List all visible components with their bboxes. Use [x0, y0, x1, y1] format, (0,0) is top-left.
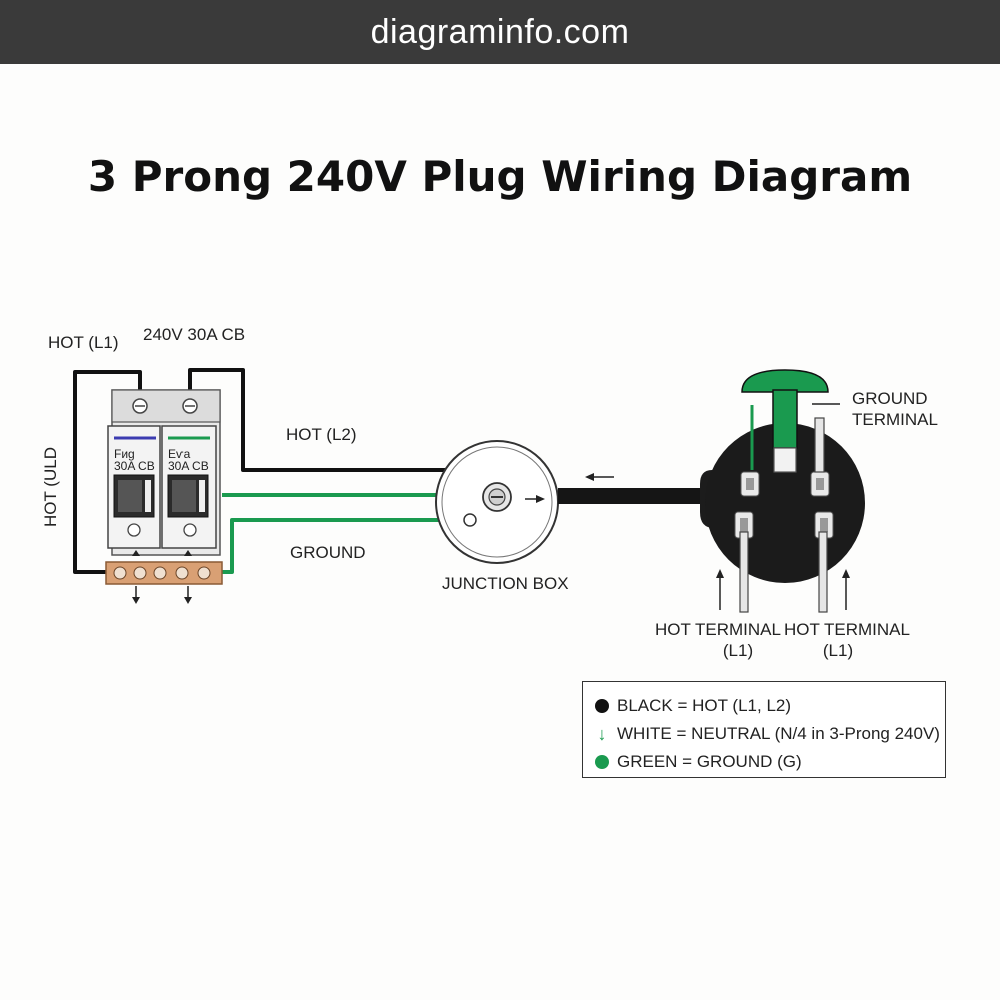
label-hot-terminal-left-2: (L1): [723, 641, 753, 660]
label-breaker-rating: 240V 30A CB: [143, 325, 245, 344]
hot-prong-right: [818, 531, 828, 613]
label-ground: GROUND: [290, 543, 366, 562]
bus-screw-icon: [133, 566, 147, 580]
breaker-left-label-2: 30A CB: [114, 459, 155, 473]
label-hot-terminal-right-1: HOT TERMINAL: [784, 620, 910, 639]
breaker-right: [161, 425, 217, 549]
label-hot-terminal-right-2: (L1): [823, 641, 853, 660]
label-hot-l1-side: HOT (ULD: [41, 447, 60, 527]
legend: BLACK = HOT (L1, L2) ↓ WHITE = NEUTRAL (…: [582, 681, 946, 778]
circuit-breaker-panel: Fиg 30A CB Eѵа 30A CB: [105, 389, 223, 604]
site-header: diagraminfo.com: [0, 0, 1000, 64]
breaker-right-label-1: Eѵа: [168, 447, 191, 461]
arrow-up-icon: [132, 550, 140, 556]
arrow-up-icon: [184, 550, 192, 556]
green-arrow-down-icon: ↓: [597, 724, 607, 744]
legend-text: BLACK = HOT (L1, L2): [617, 696, 792, 715]
legend-text: WHITE = NEUTRAL (N/4 in 3-Prong 240V): [617, 724, 940, 743]
ground-terminal-icon: [741, 369, 829, 393]
black-dot-icon: [595, 699, 609, 713]
hot-prong-left: [739, 531, 749, 613]
site-name[interactable]: diagraminfo.com: [370, 12, 630, 51]
power-cord: [558, 488, 710, 504]
arrow-down-icon: [184, 597, 192, 604]
label-hot-l2: HOT (L2): [286, 425, 357, 444]
arrow-up-icon: [842, 569, 850, 578]
bus-screw-icon: [197, 566, 211, 580]
arrow-right-icon: [536, 495, 545, 503]
arrow-up-icon: [716, 569, 724, 578]
bus-screw-icon: [175, 566, 189, 580]
wire-hot-l1: [73, 370, 142, 574]
three-prong-plug: [700, 369, 865, 613]
legend-item-white: ↓ WHITE = NEUTRAL (N/4 in 3-Prong 240V): [595, 720, 945, 748]
arrow-down-icon: [132, 597, 140, 604]
breaker-left: [107, 425, 161, 549]
green-dot-icon: [595, 755, 609, 769]
page-title: 3 Prong 240V Plug Wiring Diagram: [87, 152, 913, 201]
breaker-right-label-2: 30A CB: [168, 459, 209, 473]
label-hot-terminal-left-1: HOT TERMINAL: [655, 620, 781, 639]
junction-box: [435, 440, 559, 564]
legend-item-black: BLACK = HOT (L1, L2): [595, 692, 945, 720]
legend-item-green: GREEN = GROUND (G): [595, 748, 945, 776]
bus-screw-icon: [113, 566, 127, 580]
label-ground-terminal-1: GROUND: [852, 389, 928, 408]
legend-text: GREEN = GROUND (G): [617, 752, 802, 771]
label-junction-box: JUNCTION BOX: [442, 574, 569, 593]
label-hot-l1-top: HOT (L1): [48, 333, 119, 352]
label-ground-terminal-2: TERMINAL: [852, 410, 938, 429]
arrow-left-icon: [585, 473, 594, 481]
bus-screw-icon: [153, 566, 167, 580]
breaker-left-label-1: Fиg: [114, 447, 135, 461]
junction-terminal-icon: [463, 513, 477, 527]
